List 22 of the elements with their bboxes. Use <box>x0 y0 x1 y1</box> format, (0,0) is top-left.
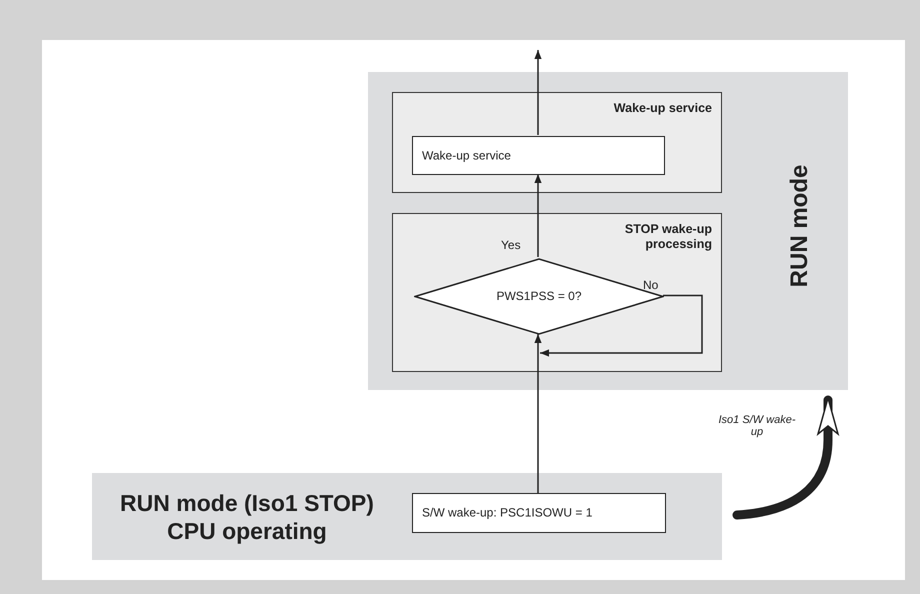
edge-label: No <box>643 278 658 292</box>
mode-band <box>368 72 848 390</box>
edge-label: Iso1 S/W wake-up <box>718 414 796 438</box>
mode-title: RUN mode (Iso1 STOP) CPU operating <box>119 489 375 545</box>
arrow <box>534 50 542 135</box>
process-panel <box>392 213 722 372</box>
mode-band <box>92 473 722 560</box>
process-box <box>412 136 665 175</box>
panel-heading: STOP wake-up processing <box>624 222 712 252</box>
edge-label: Yes <box>501 238 521 252</box>
mode-title: RUN mode <box>786 164 814 290</box>
process-box <box>412 493 666 533</box>
decision-label: PWS1PSS = 0? <box>495 288 583 302</box>
panel-heading: Wake-up service <box>612 101 712 116</box>
process-label: Wake-up service <box>422 149 512 162</box>
process-panel <box>392 92 722 193</box>
decision-diamond <box>414 258 664 335</box>
arrow <box>534 174 542 257</box>
arrow <box>540 294 703 357</box>
arrow <box>534 334 542 493</box>
process-label: S/W wake-up: PSC1ISOWU = 1 <box>422 506 594 520</box>
transition-arrow <box>732 396 839 520</box>
